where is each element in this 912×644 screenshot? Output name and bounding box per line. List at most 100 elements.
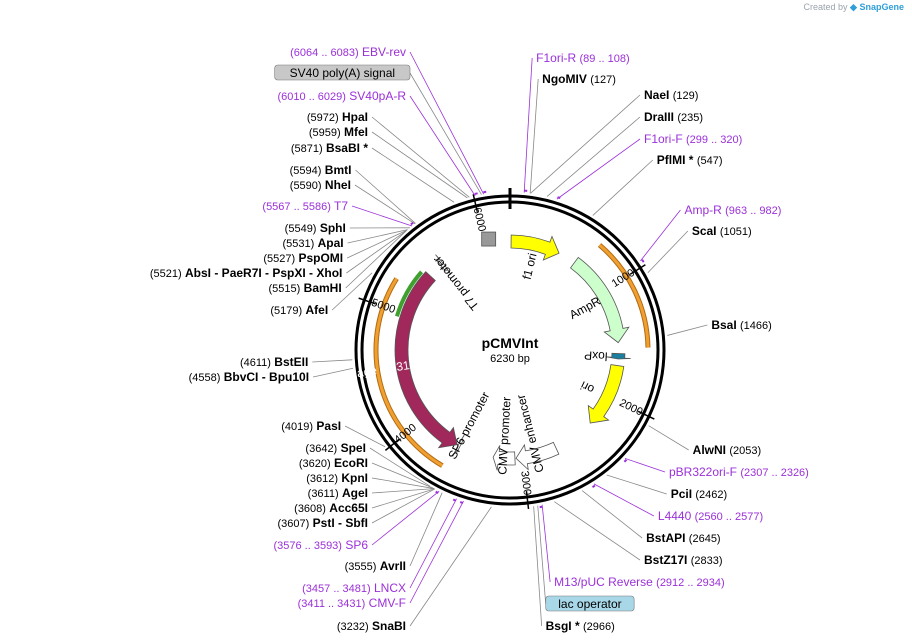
label-name: ScaI [692, 224, 717, 238]
label-coord: (3611) [308, 488, 339, 500]
plasmid-name: pCMVInt [482, 335, 539, 351]
label-f1ori-f: F1ori-F (299 .. 320) [644, 132, 742, 146]
label-text: (5527) PspOMI [263, 251, 343, 265]
label-text: (6010 .. 6029) SV40pA-R [277, 89, 406, 103]
label-text: (5594) BmtI [290, 163, 352, 177]
label-coord: (5527) [263, 253, 295, 265]
label-hpai: (5972) HpaI [307, 110, 368, 124]
snapgene-logo-icon: ◆ [850, 2, 857, 12]
label-name: BstAPI [646, 531, 685, 545]
label-name: AbsI - PaeR7I - PspXI - XhoI [185, 266, 342, 280]
label-name: L4440 [658, 509, 692, 523]
label-name: AfeI [305, 303, 328, 317]
label-coord: (963 .. 982) [725, 205, 781, 217]
label-star: * [685, 153, 693, 167]
leader-line [331, 272, 373, 311]
leader-line [347, 229, 408, 244]
leader-line [371, 488, 435, 524]
label-text: PflMI * (547) [657, 153, 723, 167]
label-coord: (3576 .. 3593) [273, 540, 342, 552]
label-draiii: DraIII (235) [644, 110, 703, 124]
leader-line [371, 490, 440, 546]
label-text: (3620) EcoRI [299, 456, 368, 470]
feature-label: AmpR [567, 294, 603, 322]
plasmid-size: 6230 bp [490, 353, 530, 365]
label-text: L4440 (2560 .. 2577) [658, 509, 763, 523]
primer-site-mark [641, 259, 645, 263]
label-text: PciI (2462) [671, 487, 728, 501]
label-coord: (2966) [583, 621, 615, 633]
label-coord: (3555) [345, 561, 377, 573]
tick-mark [384, 438, 400, 451]
label-name: Amp-R [684, 203, 722, 217]
leader-line [351, 205, 413, 227]
orf-arc-fill [374, 277, 444, 467]
orf-arcs [373, 243, 651, 468]
leader-line [647, 230, 689, 274]
label-text: (5972) HpaI [307, 110, 368, 124]
label-text: (3576 .. 3593) SP6 [273, 538, 368, 552]
label-l4440: L4440 (2560 .. 2577) [658, 509, 763, 523]
label-coord: (127) [590, 74, 616, 86]
label-coord: (3411 .. 3431) [298, 598, 366, 610]
label-text: (4019) PasI [281, 419, 341, 433]
label-ngomiv: NgoMIV (127) [542, 72, 616, 86]
label-name: AlwNI [693, 443, 726, 457]
label-text: Amp-R (963 .. 982) [684, 203, 781, 217]
leader-line [546, 116, 641, 197]
label-name: F1ori-R [536, 51, 576, 65]
feature-label: loxP [584, 348, 608, 363]
label-coord: (3607) [278, 518, 310, 530]
label-coord: (5567 .. 5586) [262, 201, 331, 213]
label-star: * [572, 619, 580, 633]
label-text: (3555) AvrII [345, 559, 406, 573]
feature-label: CMV enhancer [514, 393, 547, 474]
primer-site-mark [557, 196, 561, 200]
label-text: pBR322ori-F (2307 .. 2326) [669, 465, 809, 479]
label-acc65i: (3608) Acc65I [294, 501, 368, 515]
feature-label: SP6 promoter [445, 390, 492, 462]
label-name: NheI [325, 178, 351, 192]
tick-label: 2000 [617, 397, 644, 418]
label-t7: (5567 .. 5586) T7 [262, 199, 348, 213]
leader-line [409, 95, 476, 197]
label-coord: (4611) [240, 357, 271, 369]
primer-site-mark [410, 221, 414, 226]
label-psti: (3607) PstI - SbfI [278, 516, 368, 530]
label-bsgi: BsgI * (2966) [546, 619, 615, 633]
leader-line [355, 169, 416, 224]
tick-label: 3000 [518, 470, 533, 496]
label-name: PciI [671, 487, 692, 501]
label-text: (4558) BbvCI - Bpu10I [189, 370, 309, 384]
label-name: BsaI [711, 318, 736, 332]
label-coord: (2833) [691, 555, 723, 567]
label-name: BstEII [274, 355, 308, 369]
label-text: (3642) SpeI [305, 441, 365, 455]
label-text: (3411 .. 3431) CMV-F [298, 596, 406, 610]
label-coord: (5871) [291, 143, 323, 155]
leader-line [345, 231, 406, 289]
label-name: PflMI [657, 153, 686, 167]
label-pcii: PciI (2462) [671, 487, 728, 501]
label-name: T7 [334, 199, 348, 213]
leader-line [346, 229, 408, 259]
label-name: AgeI [342, 486, 368, 500]
leader-line [371, 116, 470, 198]
label-name: SphI [320, 221, 346, 235]
label-coord: (2462) [695, 489, 727, 501]
leader-line [592, 159, 654, 216]
label-pspomi: (5527) PspOMI [263, 251, 343, 265]
leader-line [523, 57, 533, 193]
leader-line [409, 506, 492, 627]
label-name: BbvCI - Bpu10I [224, 370, 309, 384]
label-agei: (3611) AgeI [308, 486, 368, 500]
label-coord: (3620) [299, 458, 331, 470]
label-text: NgoMIV (127) [542, 72, 616, 86]
label-ebv-rev: (6064 .. 6083) EBV-rev [290, 45, 406, 59]
tick-label: 6000 [471, 206, 488, 233]
leader-line [344, 425, 386, 448]
leader-line [354, 184, 416, 225]
label-coord: (129) [673, 90, 699, 102]
